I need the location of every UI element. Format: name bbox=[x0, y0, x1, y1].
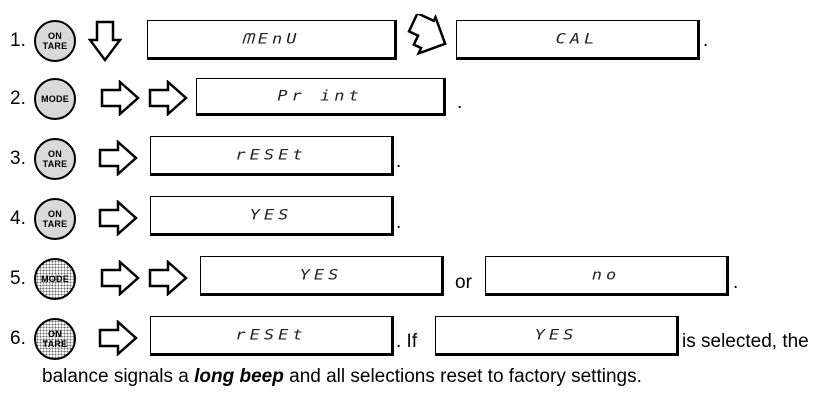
arrow-down-icon bbox=[88, 20, 122, 62]
step-6-trailing-text: is selected, the bbox=[682, 331, 809, 352]
step-number: 4. bbox=[10, 208, 26, 229]
display-cal: CAL bbox=[456, 20, 700, 60]
arrow-rotate-icon bbox=[407, 14, 447, 56]
mode-button[interactable]: MODE bbox=[34, 78, 76, 120]
display-no: no bbox=[485, 256, 729, 296]
display-yes: YES bbox=[435, 316, 679, 356]
display-reset: rESEt bbox=[150, 316, 394, 356]
final-sentence: balance signals a long beep and all sele… bbox=[42, 366, 642, 388]
mode-button[interactable]: MODE bbox=[34, 258, 76, 300]
period: . bbox=[396, 212, 402, 233]
display-yes: YES bbox=[150, 196, 394, 236]
step-number: 3. bbox=[10, 148, 26, 169]
period: . bbox=[703, 30, 709, 51]
period: . bbox=[733, 272, 739, 293]
arrow-right-icon bbox=[98, 140, 138, 176]
arrow-right-double-icon bbox=[100, 260, 188, 296]
display-print: Pr int bbox=[196, 78, 446, 116]
long-beep-emphasis: long beep bbox=[194, 366, 284, 387]
final-sentence-start: balance signals a bbox=[42, 366, 195, 387]
step-number: 6. bbox=[10, 328, 26, 349]
arrow-right-double-icon bbox=[100, 80, 188, 116]
period: . bbox=[396, 151, 402, 172]
arrow-right-icon bbox=[98, 200, 138, 236]
final-sentence-end: and all selections reset to factory sett… bbox=[283, 366, 642, 387]
display-yes: YES bbox=[200, 256, 444, 296]
period: . bbox=[457, 92, 463, 113]
step-number: 1. bbox=[10, 30, 26, 51]
arrow-right-icon bbox=[98, 320, 138, 356]
step-number: 2. bbox=[10, 88, 26, 109]
display-reset: rESEt bbox=[150, 136, 394, 176]
or-text: or bbox=[455, 272, 472, 293]
step-number: 5. bbox=[10, 268, 26, 289]
if-text: . If bbox=[396, 331, 418, 352]
display-menu: ᗰEnU bbox=[147, 20, 397, 60]
